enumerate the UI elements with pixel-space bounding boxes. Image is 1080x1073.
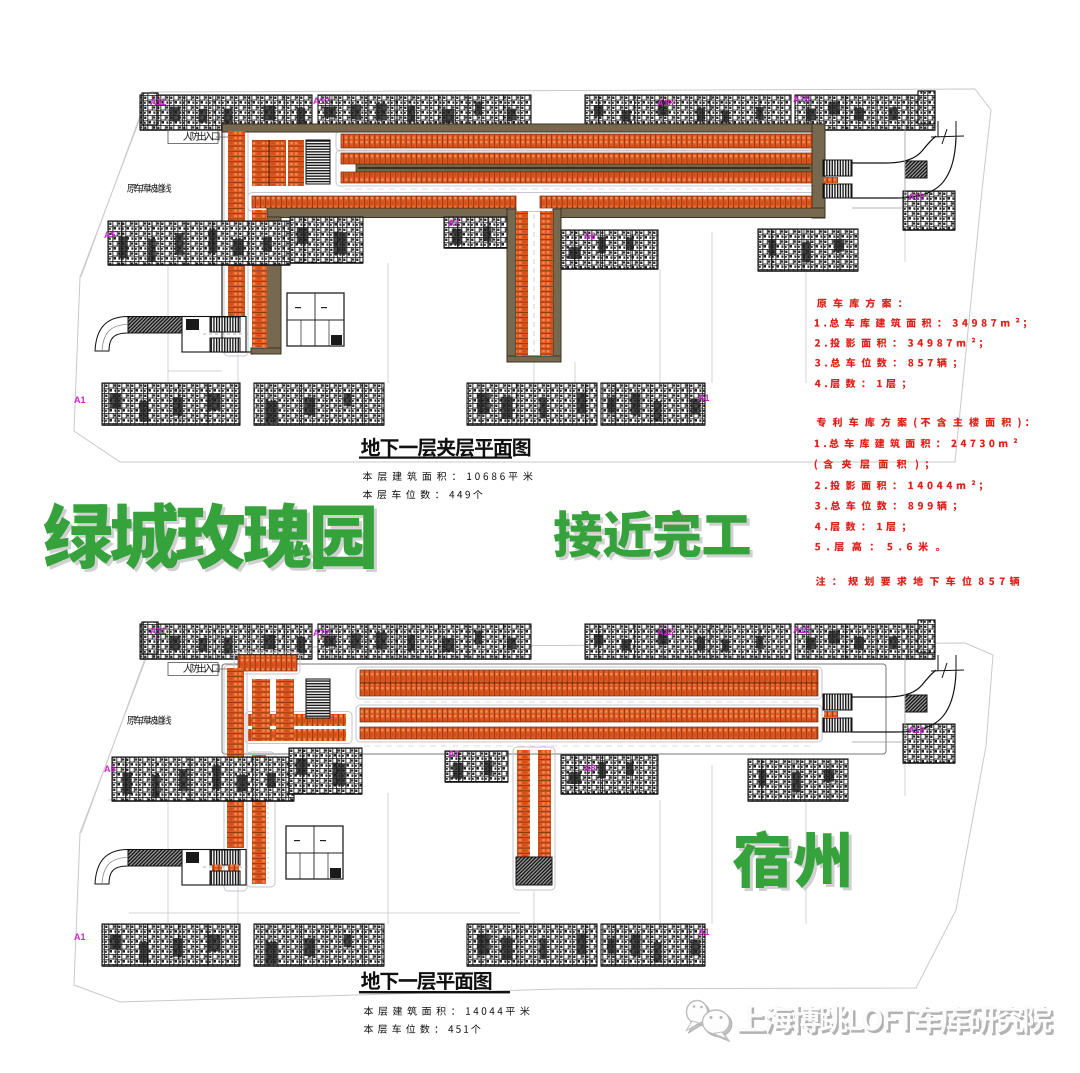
svg-text:A5: A5 [104,230,116,240]
svg-text:A13: A13 [657,627,674,637]
svg-text:A8: A8 [584,231,596,241]
svg-text:A12: A12 [313,628,330,638]
svg-text:A15: A15 [793,625,810,635]
svg-text:A1: A1 [74,395,86,405]
svg-text:A10: A10 [908,192,925,202]
svg-text:A11: A11 [150,626,166,636]
svg-text:A8: A8 [584,763,596,773]
svg-text:A10: A10 [908,725,925,735]
svg-text:A15: A15 [793,94,810,104]
svg-text:A1: A1 [698,393,710,403]
svg-text:A1: A1 [698,927,710,937]
svg-text:A11: A11 [150,97,166,107]
svg-text:A13: A13 [657,98,674,108]
svg-text:A1: A1 [74,932,86,942]
svg-text:A7: A7 [448,218,460,228]
svg-text:A12: A12 [313,96,330,106]
svg-text:A5: A5 [104,764,116,774]
svg-text:A7: A7 [448,749,460,759]
